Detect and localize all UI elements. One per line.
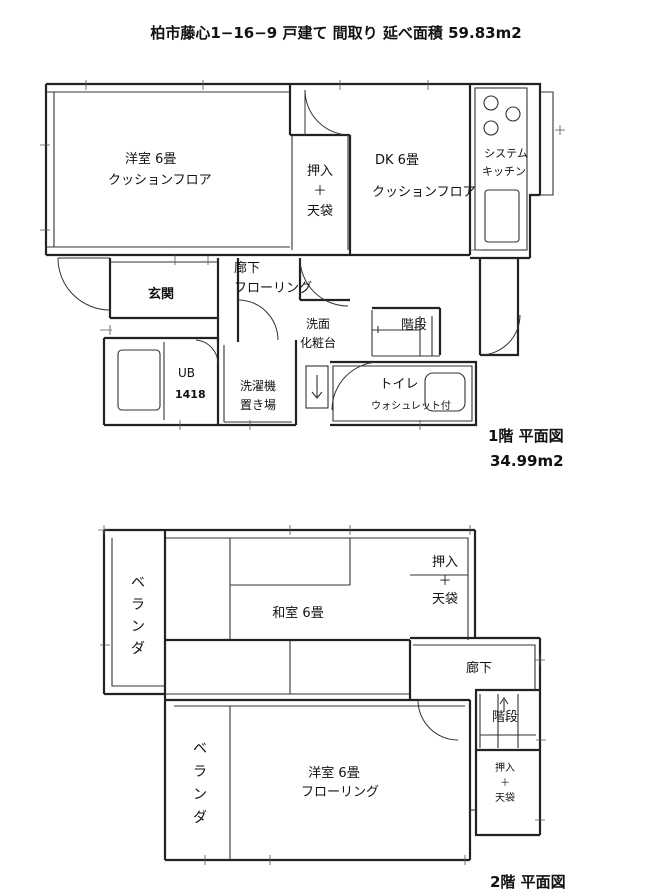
f1-sentakuki-1: 洗濯機 xyxy=(240,378,276,393)
f1-dk-floor: クッションフロア xyxy=(372,185,476,200)
f2-oshiire2-1: 押入 xyxy=(495,761,515,774)
f1-ub-1: UB xyxy=(178,366,195,380)
plan-title: 柏市藤心1−16−9 戸建て 間取り 延べ面積 59.83m2 xyxy=(150,24,521,42)
f2-veranda1-4: ダ xyxy=(131,641,145,657)
f2-oshiire1-2: ＋ xyxy=(438,574,451,589)
f1-senmen-2: 化粧台 xyxy=(300,335,336,350)
f1-senmen-1: 洗面 xyxy=(306,317,330,331)
f1-sentakuki-2: 置き場 xyxy=(240,398,276,412)
f1-toilet-1: トイレ xyxy=(379,377,418,392)
f1-youshitsu-floor: クッションフロア xyxy=(108,173,212,188)
f2-rouka: 廊下 xyxy=(466,660,492,676)
f1-kitchen-1: システム xyxy=(484,147,528,160)
f1-kitchen-2: キッチン xyxy=(482,165,526,178)
floor1-plan: 洋室 6畳 クッションフロア 押入 ＋ 天袋 DK 6畳 クッションフロア シス… xyxy=(40,80,565,470)
f2-veranda2-4: ダ xyxy=(193,810,207,826)
f2-veranda2-3: ン xyxy=(193,787,207,803)
f1-toilet-2: ウォシュレット付 xyxy=(371,399,451,412)
f2-oshiire1-3: 天袋 xyxy=(432,592,458,607)
floor2-plan: ベ ラ ン ダ 和室 6畳 押入 ＋ 天袋 廊下 階段 ベ ラ ン ダ 洋室 6… xyxy=(98,525,566,891)
f2-youshitsu-name: 洋室 6畳 xyxy=(308,765,359,781)
f2-veranda2-2: ラ xyxy=(193,764,207,780)
f1-oshiire-3: 天袋 xyxy=(307,204,333,219)
f2-veranda1-3: ン xyxy=(131,619,145,635)
f2-oshiire1-1: 押入 xyxy=(432,555,458,570)
f2-veranda1-2: ラ xyxy=(131,597,145,613)
f2-label: 2階 平面図 xyxy=(490,873,566,891)
f1-dk-name: DK 6畳 xyxy=(375,153,419,168)
f2-oshiire2-3: 天袋 xyxy=(495,791,515,804)
f1-kaidan: 階段 xyxy=(401,318,427,333)
f2-oshiire2-2: ＋ xyxy=(500,778,510,789)
f1-label: 1階 平面図 xyxy=(488,427,564,445)
f1-rouka-2: フローリング xyxy=(234,281,312,296)
f1-youshitsu-name: 洋室 6畳 xyxy=(125,151,176,167)
f1-oshiire-2: ＋ xyxy=(313,184,326,199)
f1-genkan: 玄関 xyxy=(148,286,174,302)
f1-area: 34.99m2 xyxy=(490,452,564,470)
f2-veranda2-1: ベ xyxy=(193,741,207,757)
f1-ub-2: 1418 xyxy=(175,388,206,401)
f1-rouka-1: 廊下 xyxy=(234,260,260,276)
f1-oshiire-1: 押入 xyxy=(307,164,333,179)
f2-washitsu: 和室 6畳 xyxy=(272,605,323,621)
f2-veranda1-1: ベ xyxy=(131,575,145,591)
f2-youshitsu-floor: フローリング xyxy=(301,785,379,800)
f2-kaidan: 階段 xyxy=(492,710,518,725)
